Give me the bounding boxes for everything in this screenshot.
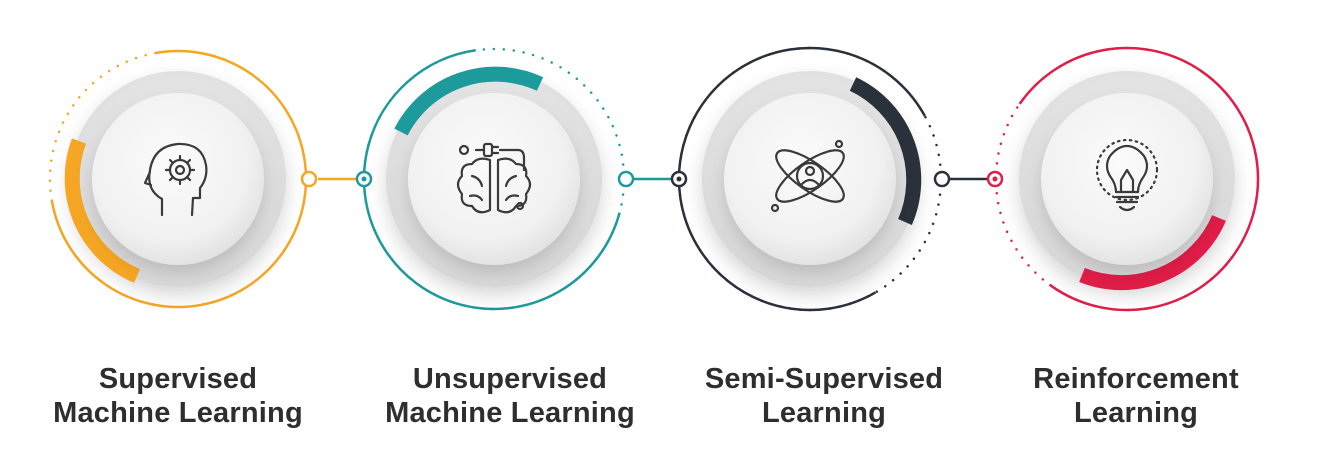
label-supervised: Supervised Machine Learning bbox=[28, 362, 328, 430]
accent-arc bbox=[849, 77, 922, 225]
connector-node-left-dot bbox=[992, 176, 998, 182]
label-line-1: Reinforcement bbox=[1033, 363, 1239, 395]
step-reinforcement bbox=[986, 46, 1260, 312]
dotted-arc bbox=[48, 49, 308, 309]
accent-arc bbox=[64, 138, 141, 283]
connector-node-right bbox=[617, 170, 635, 188]
step-supervised bbox=[48, 49, 318, 309]
label-line-1: Supervised bbox=[98, 363, 258, 395]
light-bulb-icon bbox=[1095, 138, 1159, 212]
outer-ring bbox=[677, 46, 943, 312]
label-line-1: Semi-Supervised bbox=[704, 363, 944, 395]
label-semi-supervised: Semi-Supervised Learning bbox=[674, 362, 974, 430]
label-line-2: Machine Learning bbox=[53, 397, 303, 429]
label-line-1: Unsupervised bbox=[412, 363, 608, 395]
connector-node-right bbox=[300, 170, 318, 188]
label-reinforcement: Reinforcement Learning bbox=[986, 362, 1286, 430]
accent-arc bbox=[394, 66, 544, 136]
head-gear-icon bbox=[143, 142, 208, 217]
step-semi-supervised bbox=[670, 46, 951, 312]
dotted-arc bbox=[677, 46, 943, 312]
disc bbox=[408, 93, 580, 265]
label-unsupervised: Unsupervised Machine Learning bbox=[360, 362, 660, 430]
connector-node-right bbox=[933, 170, 951, 188]
dotted-arc bbox=[362, 47, 626, 311]
connector-node-left-dot bbox=[361, 176, 367, 182]
accent-arc bbox=[1079, 214, 1226, 291]
label-line-2: Learning bbox=[1073, 397, 1199, 429]
atom-person-icon bbox=[770, 139, 845, 213]
label-line-2: Learning bbox=[761, 397, 887, 429]
label-line-2: Machine Learning bbox=[385, 397, 635, 429]
dotted-arc bbox=[994, 46, 1260, 312]
connector-node-left-dot bbox=[676, 176, 682, 182]
step-unsupervised bbox=[355, 47, 635, 311]
disc bbox=[1041, 93, 1213, 265]
brain-plug-icon bbox=[456, 142, 532, 214]
